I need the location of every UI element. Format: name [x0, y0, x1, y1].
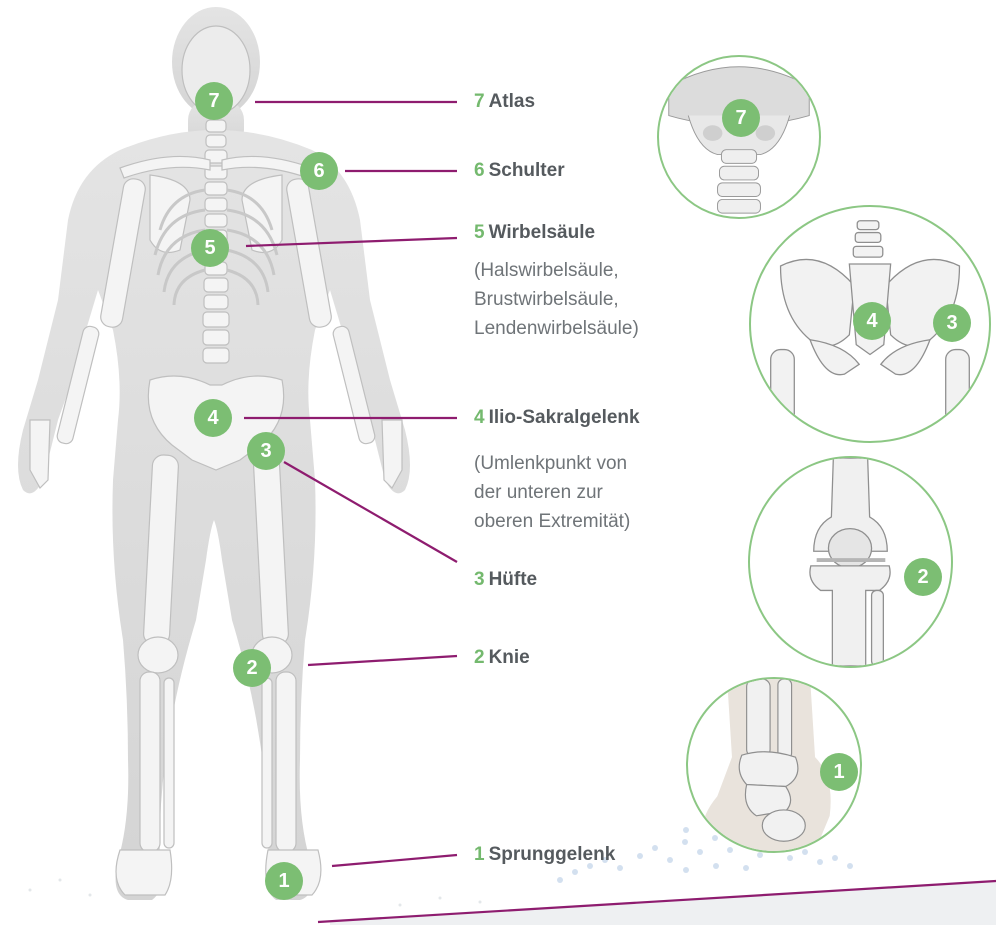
label-number: 6 — [474, 160, 485, 181]
label-number: 5 — [474, 222, 485, 243]
desc-line: (Halswirbelsäule, — [474, 256, 639, 285]
label-number: 1 — [474, 844, 485, 865]
label-text: Knie — [489, 647, 530, 668]
desc-line: Brustwirbelsäule, — [474, 285, 639, 314]
inset-marker-3: 3 — [933, 304, 971, 342]
inset-head-neck: 7 — [657, 55, 821, 219]
inset-pelvis: 4 3 — [749, 205, 991, 443]
inset-marker-7: 7 — [722, 99, 760, 137]
label-text: Sprunggelenk — [489, 844, 616, 865]
inset-marker-4: 4 — [853, 302, 891, 340]
desc-iliosakral: (Umlenkpunkt von der unteren zur oberen … — [474, 449, 630, 536]
inset-marker-1: 1 — [820, 753, 858, 791]
body-marker-6: 6 — [300, 152, 338, 190]
body-marker-4: 4 — [194, 399, 232, 437]
body-marker-7: 7 — [195, 82, 233, 120]
body-marker-2: 2 — [233, 649, 271, 687]
label-number: 7 — [474, 91, 485, 112]
label-text: Wirbelsäule — [489, 222, 595, 243]
label-text: Ilio-Sakralgelenk — [489, 407, 640, 428]
label-text: Schulter — [489, 160, 565, 181]
body-marker-3: 3 — [247, 432, 285, 470]
inset-ankle: 1 — [686, 677, 862, 853]
label-text: Hüfte — [489, 569, 538, 590]
label-number: 4 — [474, 407, 485, 428]
desc-line: Lendenwirbelsäule) — [474, 314, 639, 343]
label-text: Atlas — [489, 91, 535, 112]
desc-line: der unteren zur — [474, 478, 630, 507]
inset-marker-2: 2 — [904, 558, 942, 596]
body-marker-1: 1 — [265, 862, 303, 900]
label-number: 2 — [474, 647, 485, 668]
inset-knee: 2 — [748, 456, 953, 668]
label-number: 3 — [474, 569, 485, 590]
desc-line: oberen Extremität) — [474, 507, 630, 536]
desc-wirbelsaeule: (Halswirbelsäule, Brustwirbelsäule, Lend… — [474, 256, 639, 343]
body-marker-5: 5 — [191, 229, 229, 267]
skull-neck-icon — [659, 57, 819, 217]
desc-line: (Umlenkpunkt von — [474, 449, 630, 478]
